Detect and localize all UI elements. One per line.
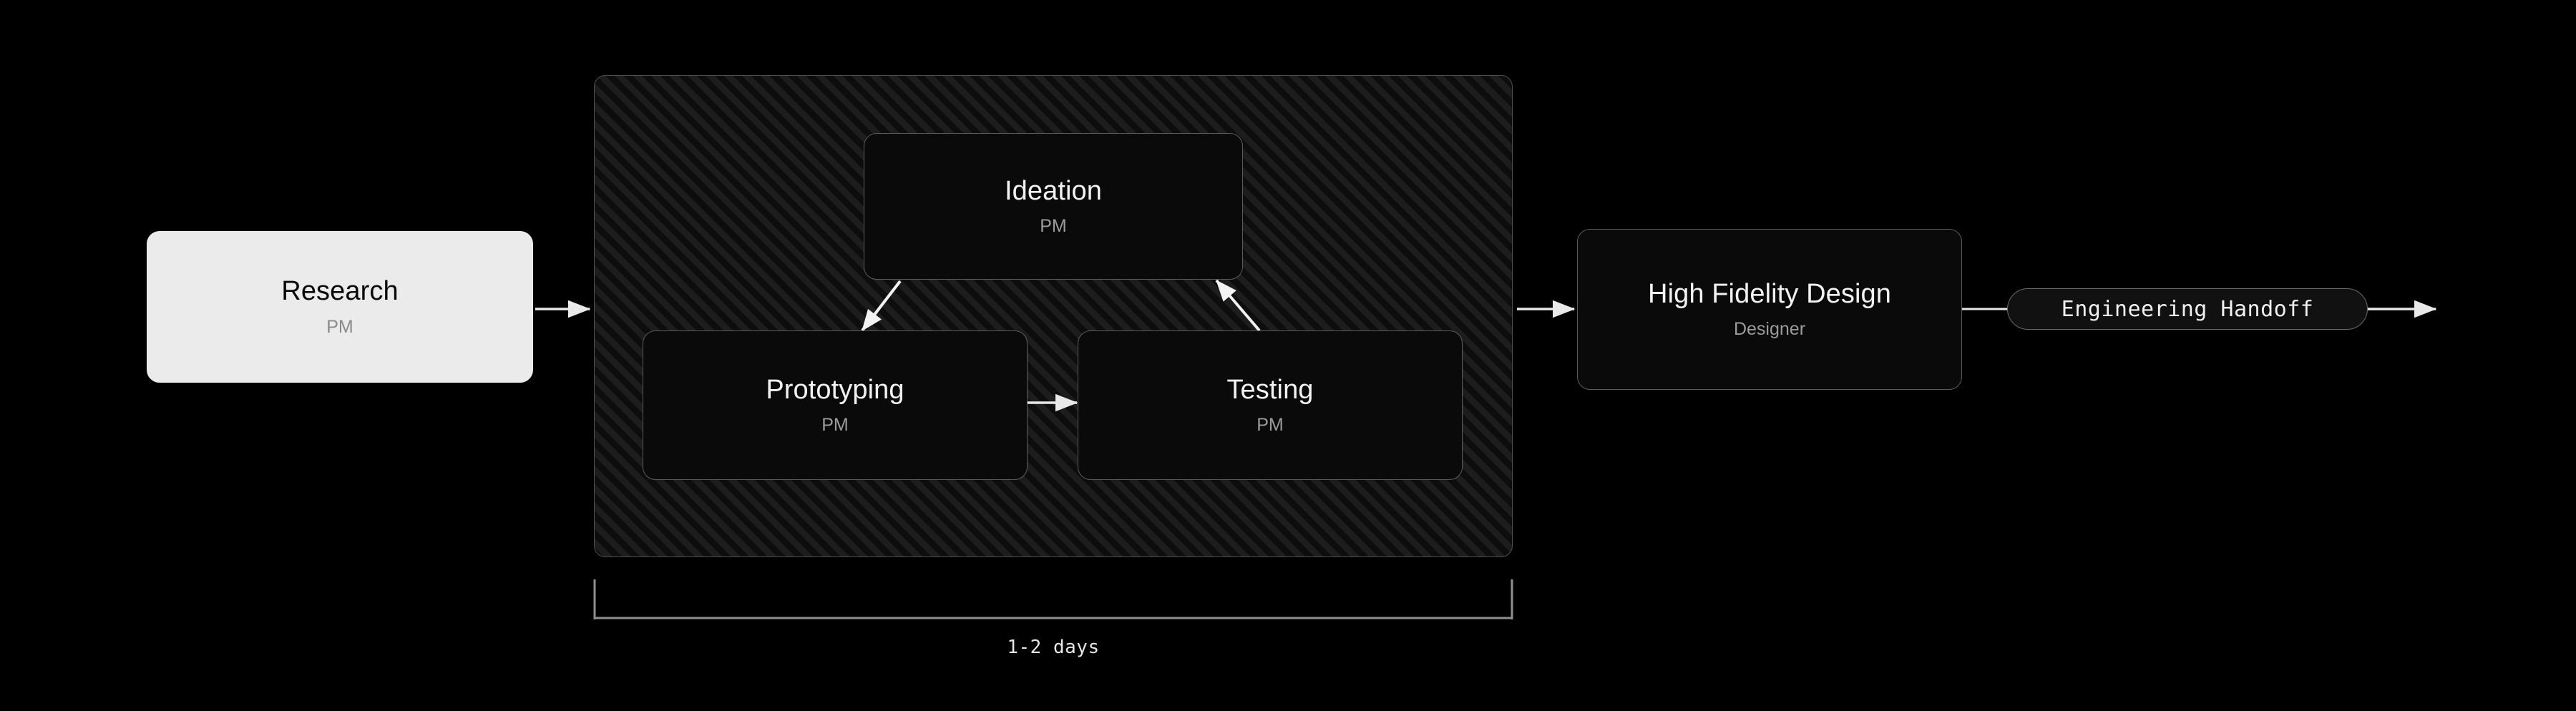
node-high-fidelity-design-title: High Fidelity Design (1648, 278, 1891, 309)
node-testing-subtitle: PM (1257, 415, 1284, 436)
node-ideation-subtitle: PM (1040, 216, 1067, 237)
node-testing[interactable]: Testing PM (1078, 330, 1463, 480)
node-prototyping-title: Prototyping (766, 374, 904, 405)
node-ideation-title: Ideation (1004, 175, 1103, 206)
node-high-fidelity-design-subtitle: Designer (1733, 319, 1806, 340)
node-high-fidelity-design[interactable]: High Fidelity Design Designer (1577, 229, 1962, 390)
node-ideation[interactable]: Ideation PM (864, 133, 1243, 280)
node-research-subtitle: PM (326, 316, 353, 337)
node-prototyping[interactable]: Prototyping PM (643, 330, 1028, 480)
duration-label: 1-2 days (1007, 637, 1100, 658)
node-prototyping-subtitle: PM (821, 415, 849, 436)
node-testing-title: Testing (1226, 374, 1314, 405)
node-engineering-handoff[interactable]: Engineering Handoff (2007, 288, 2368, 330)
node-engineering-handoff-label: Engineering Handoff (2061, 296, 2314, 322)
node-research[interactable]: Research PM (147, 231, 533, 383)
node-research-title: Research (281, 276, 399, 307)
duration-bracket (593, 579, 1513, 619)
